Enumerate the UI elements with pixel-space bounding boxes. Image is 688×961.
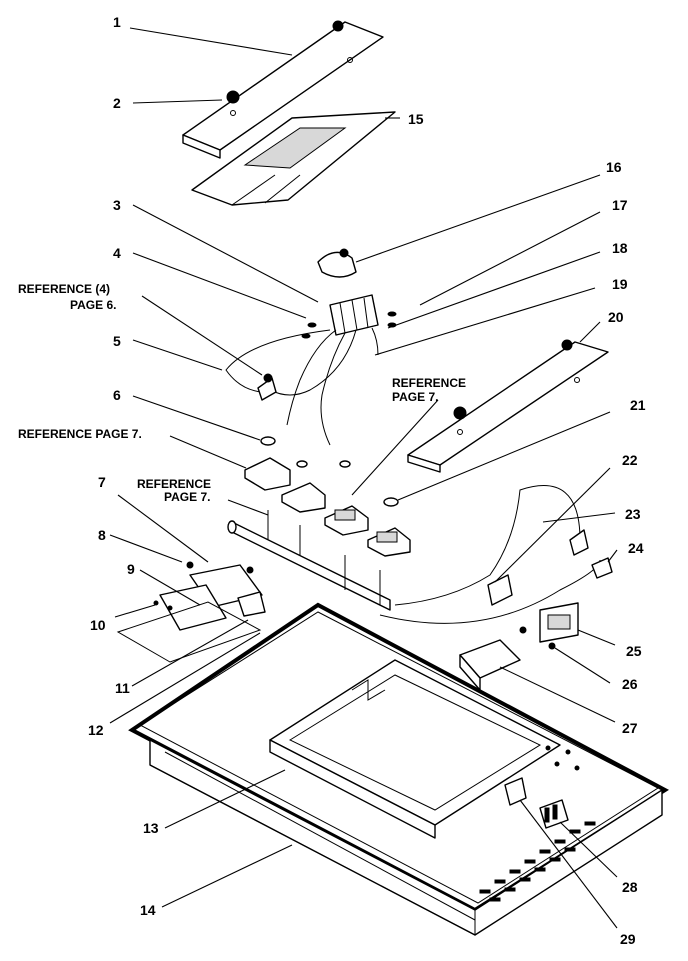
callout-28: 28 [622,879,638,895]
callout-9: 9 [127,561,135,577]
part-12-14-main-tray [128,602,669,936]
callout-5: 5 [113,333,121,349]
callout-8: 8 [98,527,106,543]
part-1-bracket [182,20,384,159]
leader-lines [109,27,618,929]
callout-15: 15 [408,111,424,127]
part-22-23-24-tubing [379,485,613,624]
ref-4-page6-line2: PAGE 6. [70,298,116,312]
burner-blocks [244,457,411,557]
callout-17: 17 [612,197,628,213]
callout-19: 19 [612,276,628,292]
callout-14: 14 [140,902,156,918]
callout-18: 18 [612,240,628,256]
callout-29: 29 [620,931,636,947]
callout-11: 11 [115,680,130,696]
callout-12: 12 [88,722,104,738]
reference-notes: REFERENCE (4) PAGE 6. REFERENCE PAGE 7. … [18,282,466,504]
callout-4: 4 [113,245,121,261]
ref-page7-mid-line2: PAGE 7. [164,490,210,504]
ref-4-page6-line1: REFERENCE (4) [18,282,110,296]
callout-27: 27 [622,720,638,736]
callout-23: 23 [625,506,641,522]
callout-2: 2 [113,95,121,111]
callout-7: 7 [98,474,106,490]
part-20-bracket [407,339,609,473]
part-16-thermostat [317,248,357,278]
callout-21: 21 [630,397,646,413]
callout-22: 22 [622,452,638,468]
callout-3: 3 [113,197,121,213]
callout-26: 26 [622,676,638,692]
manifold-pipe [227,510,391,611]
callout-1: 1 [113,14,121,30]
part-5-sensor-wire [225,329,331,401]
callout-20: 20 [608,309,624,325]
callout-24: 24 [628,540,644,556]
ref-page7-left: REFERENCE PAGE 7. [18,427,142,441]
part-28-29-terminals [504,777,569,829]
vent-slots [479,821,596,902]
part-3-4-switch-block [269,294,397,446]
callout-16: 16 [606,159,622,175]
ref-page7-center-line1: REFERENCE [392,376,466,390]
part-25-27-control-plate [459,602,579,691]
callout-13: 13 [143,820,159,836]
callout-25: 25 [626,643,642,659]
ref-page7-mid-line1: REFERENCE [137,477,211,491]
callout-numbers: 1 2 3 4 5 6 7 8 9 10 11 12 13 14 15 16 1… [88,14,646,947]
callout-10: 10 [90,617,106,633]
part-6-washers [260,436,399,507]
callout-6: 6 [113,387,121,403]
part-7-11-switch-box [116,561,266,663]
part-15-pad [191,111,396,206]
ref-page7-center-line2: PAGE 7. [392,390,438,404]
